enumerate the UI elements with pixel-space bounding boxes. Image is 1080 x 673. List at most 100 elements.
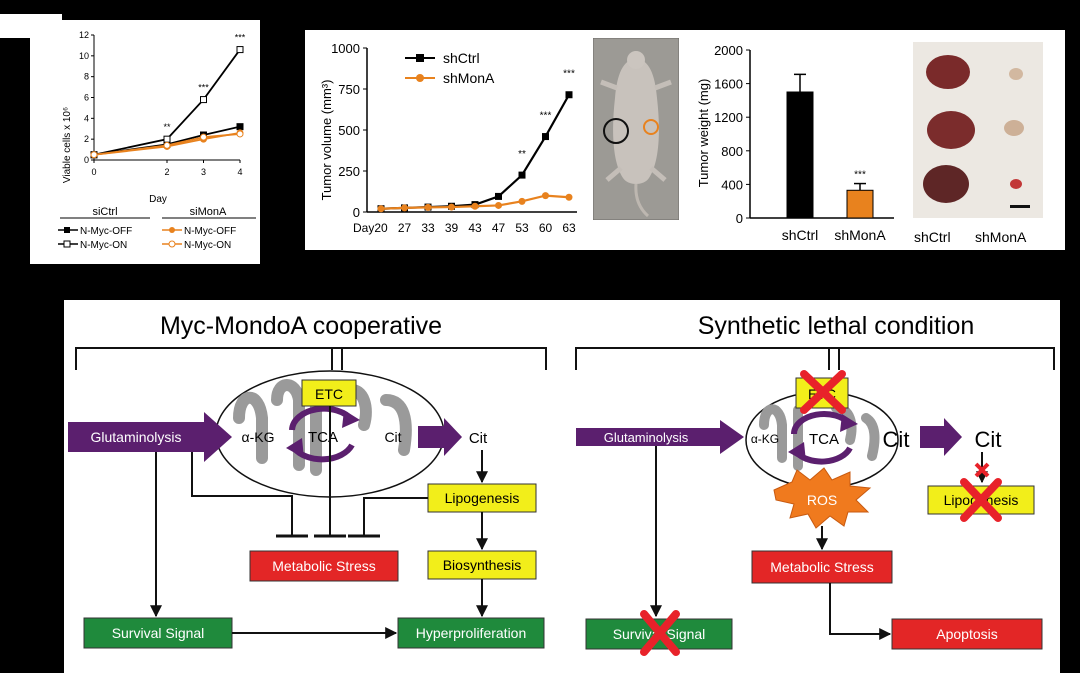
- chart1-point: [90, 151, 98, 159]
- legend-item-sictrl-on: N-Myc-ON: [58, 240, 127, 251]
- chart2-point: [471, 202, 479, 210]
- chart1-ylabel: Viable cells x 10⁶: [62, 107, 73, 183]
- cit-out-arrow-left: [418, 418, 462, 456]
- chart3-xtick-label: shMonA: [834, 227, 886, 243]
- ros-burst: [773, 467, 872, 529]
- chart1-ytick-label: 2: [84, 134, 89, 144]
- hyperproliferation-label-left: Hyperproliferation: [416, 625, 527, 641]
- chart1-xtick-label: 4: [237, 167, 242, 177]
- akg-right: α-KG: [751, 432, 779, 446]
- hyperproliferation-box-left: [397, 617, 545, 649]
- cross-icon-lipogenesis: [960, 478, 1002, 522]
- chart1-point: [236, 130, 244, 138]
- metabolic-stress-label-right: Metabolic Stress: [770, 559, 873, 575]
- tumor-circle-ctrl: [603, 118, 629, 144]
- tca-cycle-left: [286, 405, 360, 463]
- cit-out-right: Cit: [975, 427, 1002, 452]
- photo-label-shmona: shMonA: [975, 229, 1027, 245]
- chart2-xtick-label: 47: [492, 221, 506, 235]
- glutaminolysis-arrow-left: [68, 412, 232, 462]
- photo-label-shctrl: shCtrl: [914, 229, 951, 245]
- chart2-point: [542, 133, 549, 141]
- diagram-title-left: Myc-MondoA cooperative: [160, 312, 442, 340]
- apoptosis-label-right: Apoptosis: [936, 626, 997, 642]
- chart3-bar: [786, 91, 814, 219]
- chart1-ytick-label: 0: [84, 155, 89, 165]
- chart2-xtick-label: 60: [539, 221, 553, 235]
- chart1-significance: ***: [198, 83, 209, 93]
- chart2-ytick-label: 0: [353, 205, 360, 220]
- chart1-point: [236, 46, 244, 54]
- ros-label: ROS: [807, 492, 837, 508]
- chart2-point: [495, 192, 502, 200]
- chart2-point: [448, 203, 455, 211]
- chart2-xtick-label: 53: [515, 221, 529, 235]
- chart3-significance: ***: [854, 170, 866, 181]
- tca-cycle-right: [788, 410, 858, 465]
- chart1-point: [236, 123, 244, 131]
- survival-signal-label-left: Survival Signal: [112, 625, 205, 641]
- diagram-title-right: Synthetic lethal condition: [698, 312, 975, 340]
- svg-text:N-Myc-ON: N-Myc-ON: [80, 240, 127, 251]
- metabolic-stress-box-left: [249, 550, 399, 582]
- glutaminolysis-arrow-right: [576, 420, 744, 454]
- chart3-ytick-label: 400: [721, 177, 743, 192]
- apoptosis-box-right: [891, 618, 1043, 650]
- chart2-point: [565, 91, 573, 99]
- chart1-xtick-label: 0: [91, 167, 96, 177]
- svg-text:shMonA: shMonA: [443, 70, 495, 86]
- chart2-point: [565, 193, 573, 201]
- chart2-ytick-label: 750: [338, 82, 360, 97]
- tca-left: TCA: [308, 429, 338, 446]
- chart2-point: [401, 204, 408, 212]
- chart1-series-line: [93, 133, 241, 156]
- survival-signal-box-left: [83, 617, 233, 649]
- legend-group-simona: siMonA: [190, 206, 227, 218]
- chart1-point: [163, 135, 171, 143]
- cross-icon-survival: [640, 610, 680, 656]
- chart2-xtick-label: 39: [445, 221, 459, 235]
- chart2-point: [542, 192, 549, 200]
- cross-icon-etc: [800, 370, 846, 414]
- chart3-ytick-label: 800: [721, 144, 743, 159]
- cit-inner-right: Cit: [883, 427, 910, 452]
- chart2-xtick-label: 33: [421, 221, 435, 235]
- svg-text:N-Myc-OFF: N-Myc-OFF: [80, 226, 132, 237]
- svg-text:N-Myc-OFF: N-Myc-OFF: [184, 226, 236, 237]
- chart2-point: [518, 197, 526, 205]
- chart3-xtick-label: shCtrl: [782, 227, 819, 243]
- svg-text:N-Myc-ON: N-Myc-ON: [184, 240, 231, 251]
- chart2-xlabel: Day: [353, 221, 374, 235]
- legend-group-sictrl: siCtrl: [92, 206, 117, 218]
- panel-a-top-strip: [0, 14, 62, 38]
- chart2-ytick-label: 500: [338, 123, 360, 138]
- mitochondrion-right: [745, 391, 899, 489]
- chart1-ytick-label: 6: [84, 93, 89, 103]
- lipogenesis-box-left: [427, 483, 537, 513]
- metabolic-diagram: Myc-MondoA cooperative Synthetic lethal …: [68, 312, 1055, 656]
- chart2-point: [495, 201, 502, 209]
- legend-item-shctrl: shCtrl: [405, 50, 480, 66]
- chart1-significance: **: [163, 122, 171, 132]
- chart2-xtick-label: 20: [374, 221, 388, 235]
- chart2-ytick-label: 250: [338, 164, 360, 179]
- chart1-series-line: [93, 49, 241, 156]
- chart2-point: [377, 205, 385, 213]
- bracket-right: [575, 347, 1055, 370]
- biosynthesis-label-left: Biosynthesis: [443, 557, 522, 573]
- lipogenesis-label-left: Lipogenesis: [445, 490, 520, 506]
- chart3-ylabel: Tumor weight (mg): [696, 79, 711, 188]
- chart1-xtick-label: 3: [201, 167, 206, 177]
- chart1-xlabel: Day: [149, 194, 167, 205]
- etc-label-left: ETC: [315, 386, 343, 402]
- etc-box-left: [301, 379, 357, 407]
- mouse-photo: [593, 38, 679, 220]
- chart1-point: [163, 141, 171, 149]
- chart1-xtick-label: 2: [164, 167, 169, 177]
- metabolic-stress-label-left: Metabolic Stress: [272, 558, 375, 574]
- chart2-point: [518, 171, 526, 179]
- chart1-ytick-label: 8: [84, 72, 89, 82]
- glutaminolysis-label-left: Glutaminolysis: [90, 429, 181, 445]
